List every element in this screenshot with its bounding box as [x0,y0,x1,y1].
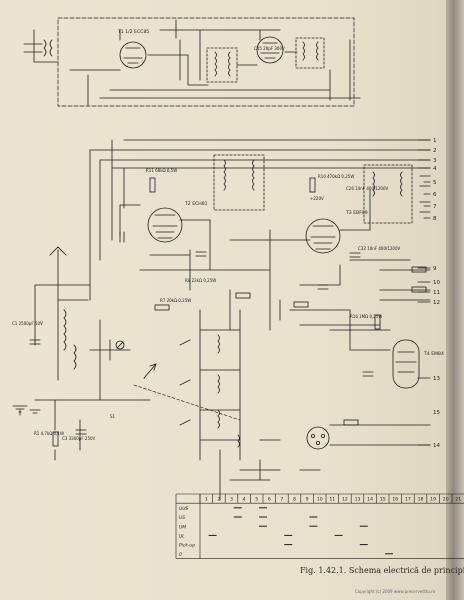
tube-t4 [392,339,420,389]
table-column-number: 9 [306,497,309,503]
terminal-number: 3 [433,158,437,164]
resistor-symbols [52,177,427,447]
label-c1: C1 2500pF 50V [12,321,43,326]
label-s1: S1 [110,414,116,419]
tube-t2-label: T2 ECH81 [184,201,208,207]
table-row-label: UL [179,534,185,540]
tube-t2 [147,207,183,243]
terminal-bus-lines [89,139,431,301]
table-row-label: US [179,515,185,521]
terminal-number: 9 [433,266,437,272]
label-r16: R16 1MΩ 0,25W [350,314,382,319]
table-column-number: 6 [268,497,271,503]
label-r7: R7 20kΩ 0,25W [160,298,191,303]
table-column-number: 19 [430,497,436,503]
if-coils-top [206,37,325,83]
table-column-number: 13 [355,497,361,503]
audio-output-section [259,424,431,471]
label-c32: C32 10nF 400/1200V [358,246,401,251]
terminal-number: 12 [433,300,440,306]
right-terminal-arrows [417,139,431,446]
terminal-number: 1 [433,138,437,144]
terminal-number: 6 [433,192,437,198]
table-column-number: 11 [329,497,335,503]
book-binding-gutter [446,0,464,600]
label-c26: C26 10nF 400/1200V [346,186,389,191]
capacitor-symbols [29,231,374,435]
ground-symbols [12,405,41,414]
if-filter-middle [213,154,413,224]
antenna-input-top [23,29,59,63]
terminal-number: 7 [433,204,437,210]
table-column-number: 1 [205,497,208,503]
table-column-number: 14 [367,497,373,503]
variable-cap-arrow [143,363,157,379]
mid-section-wiring [119,189,431,351]
label-c45: C45 20pF 300V [254,46,285,51]
label-plus220: +220V [310,196,324,201]
table-column-number: 8 [293,497,296,503]
label-c3: C3 3300pF 250V [62,436,96,441]
table-column-number: 20 [443,497,449,503]
tube-t1-right [256,36,284,64]
tube-t3 [305,218,341,254]
terminal-number: 4 [433,166,437,172]
tube-t3-label: T3 EBF89 [345,210,368,216]
terminal-number: 13 [433,376,440,382]
tube-t4-label: T4 EM84 [423,351,444,357]
table-row-label: UM [179,524,186,530]
table-column-number: 3 [230,497,233,503]
figure-caption: Fig. 1.42.1. Schema electrică de princip… [300,566,464,575]
table-row-label: 0 [179,552,182,558]
tube-t1-label: T1 1/2 ECC85 [117,29,149,35]
terminal-number: 10 [433,280,440,286]
rf-module-dashed-box [57,17,355,107]
label-r11: R11 68kΩ 0,5W [146,168,177,173]
table-row-label: Pick-up [179,543,195,549]
antenna-coil-section [19,246,151,461]
table-column-number: 17 [405,497,411,503]
table-column-number: 2 [217,497,220,503]
band-switch-section [179,309,281,501]
terminal-number: 5 [433,180,437,186]
table-row-label: UUS [179,506,188,512]
terminal-number: 11 [433,290,440,296]
rf-module-wiring [69,19,361,106]
tube-t1-left [119,41,147,69]
label-r10: R10 470kΩ 0,25W [318,174,354,179]
table-column-number: 4 [243,497,246,503]
table-column-number: 12 [342,497,348,503]
table-column-number: 18 [418,497,424,503]
gang-link-dashed [133,384,241,421]
table-column-number: 7 [280,497,283,503]
table-column-number: 5 [255,497,258,503]
table-column-number: 10 [317,497,323,503]
terminal-number: 8 [433,216,437,222]
table-column-number: 15 [380,497,386,503]
table-column-number: 21 [455,497,461,503]
terminal-number: 2 [433,148,437,154]
terminal-number: 15 [433,410,440,416]
label-r8: R8 22kΩ 0,25W [185,278,216,283]
label-r1: R1 4,7kΩ 0,1W [34,431,64,436]
terminal-number: 14 [433,443,440,449]
table-column-number: 16 [392,497,398,503]
copyright-note: Copyright (c) 2009 www.preserveditu.ro [355,589,436,594]
